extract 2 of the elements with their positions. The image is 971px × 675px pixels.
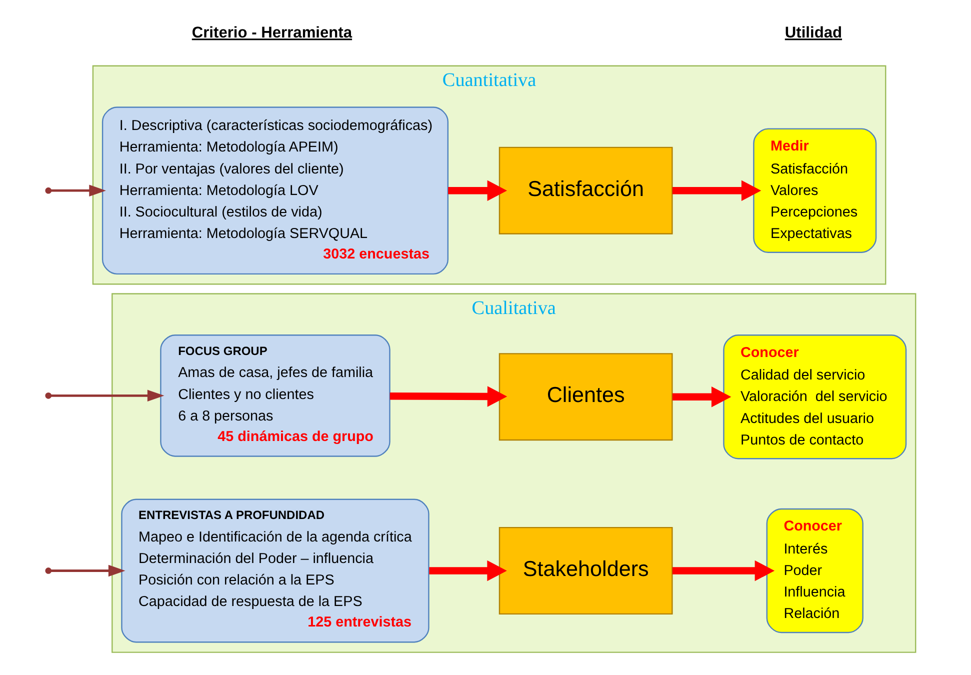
label: Utilidad (784, 24, 842, 42)
label: Criterio - Herramienta (192, 24, 352, 42)
